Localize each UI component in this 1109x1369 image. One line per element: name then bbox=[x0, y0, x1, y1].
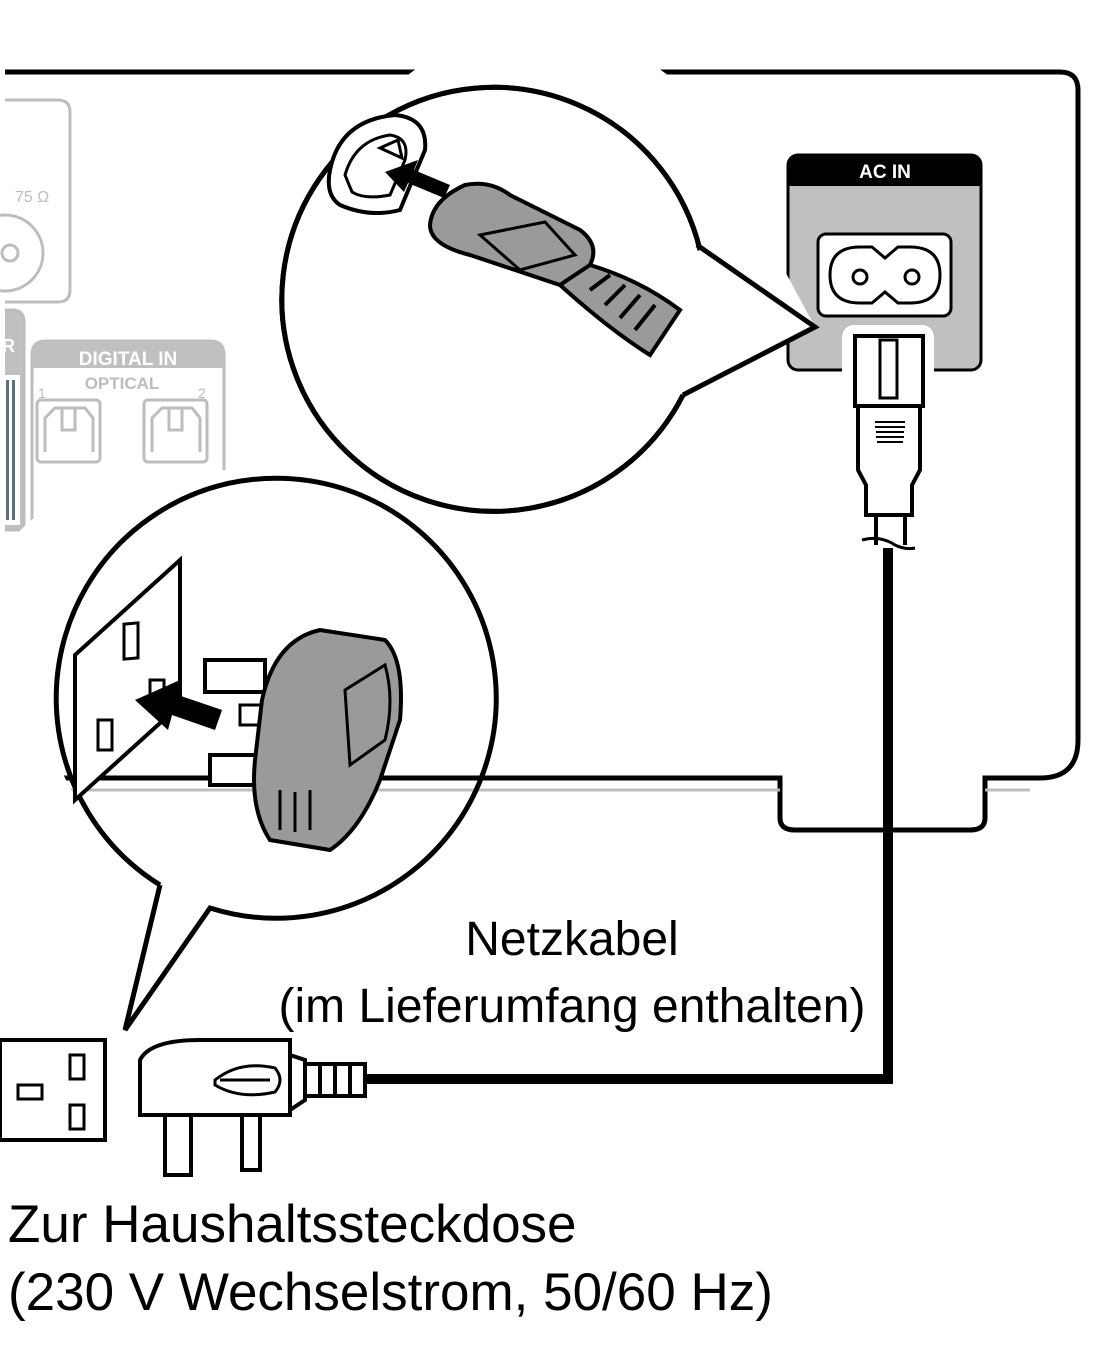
power-cable bbox=[360, 548, 893, 1084]
antenna-terminal bbox=[0, 98, 72, 304]
optical-label: OPTICAL bbox=[85, 374, 160, 393]
insert-arrow-icon bbox=[135, 680, 222, 730]
uk-plug-icon bbox=[138, 1038, 367, 1177]
outlet-note: (230 V Wechselstrom, 50/60 Hz) bbox=[8, 1263, 773, 1322]
impedance-label: 75 Ω bbox=[15, 189, 49, 206]
optical-port-2-label: 2 bbox=[198, 385, 206, 401]
ac-in-label: AC IN bbox=[859, 162, 911, 183]
partial-label: R bbox=[2, 336, 15, 356]
callout-inlet-detail bbox=[279, 30, 820, 514]
device-outline bbox=[5, 69, 1081, 833]
iec-plug-icon bbox=[853, 334, 925, 551]
wall-outlet-icon bbox=[0, 1038, 107, 1142]
optical-port-1-label: 1 bbox=[38, 385, 46, 401]
cable-note: (im Lieferumfang enthalten) bbox=[279, 980, 866, 1033]
outlet-title: Zur Haushaltssteckdose bbox=[8, 1195, 577, 1254]
cable-title: Netzkabel bbox=[465, 913, 678, 966]
digital-in-block bbox=[30, 339, 226, 530]
callout-wall-plug-detail bbox=[0, 467, 499, 1032]
ac-inlet-socket-icon bbox=[828, 245, 942, 305]
insert-arrow-icon bbox=[385, 160, 450, 198]
digital-in-label: DIGITAL IN bbox=[79, 349, 178, 370]
